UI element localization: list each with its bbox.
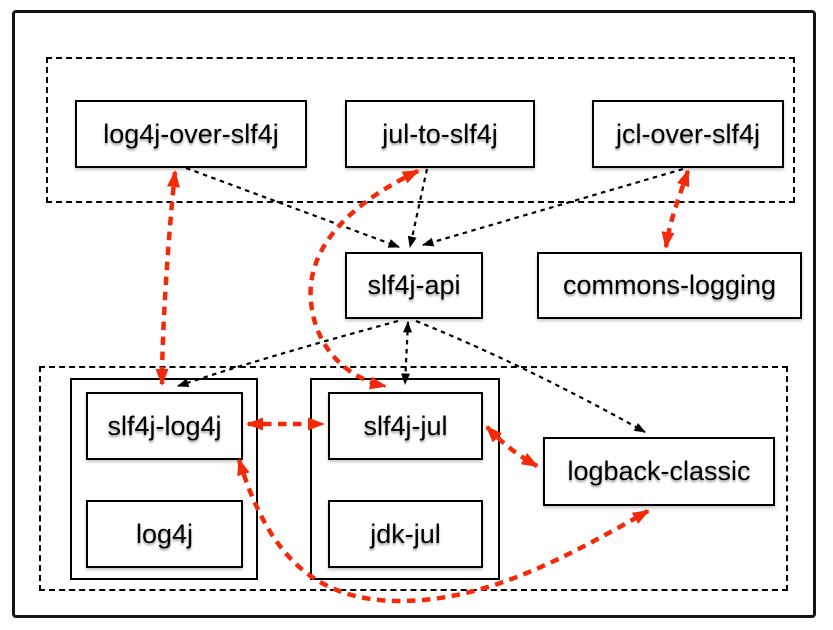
node-jcl-over-slf4j: jcl-over-slf4j: [592, 100, 784, 168]
node-slf4j-jul: slf4j-jul: [328, 392, 483, 460]
node-label: log4j: [135, 518, 194, 549]
node-slf4j-log4j: slf4j-log4j: [86, 392, 243, 460]
node-log4j: log4j: [86, 500, 243, 568]
node-label: logback-classic: [567, 456, 751, 486]
node-commons-logging: commons-logging: [537, 252, 802, 319]
node-label: jul-to-slf4j: [382, 118, 498, 149]
node-label: jcl-over-slf4j: [615, 118, 761, 149]
node-jdk-jul: jdk-jul: [328, 500, 483, 568]
node-label: commons-logging: [562, 270, 777, 300]
node-logback-classic: logback-classic: [543, 437, 775, 506]
node-label: slf4j-api: [367, 270, 461, 300]
node-slf4j-api: slf4j-api: [345, 252, 483, 319]
node-label: jdk-jul: [370, 518, 441, 549]
node-label: slf4j-jul: [363, 410, 448, 441]
node-jul-to-slf4j: jul-to-slf4j: [345, 100, 535, 168]
diagram-outer-border: [12, 10, 816, 618]
node-label: log4j-over-slf4j: [103, 118, 279, 149]
node-label: slf4j-log4j: [107, 410, 222, 441]
node-log4j-over-slf4j: log4j-over-slf4j: [75, 100, 307, 168]
